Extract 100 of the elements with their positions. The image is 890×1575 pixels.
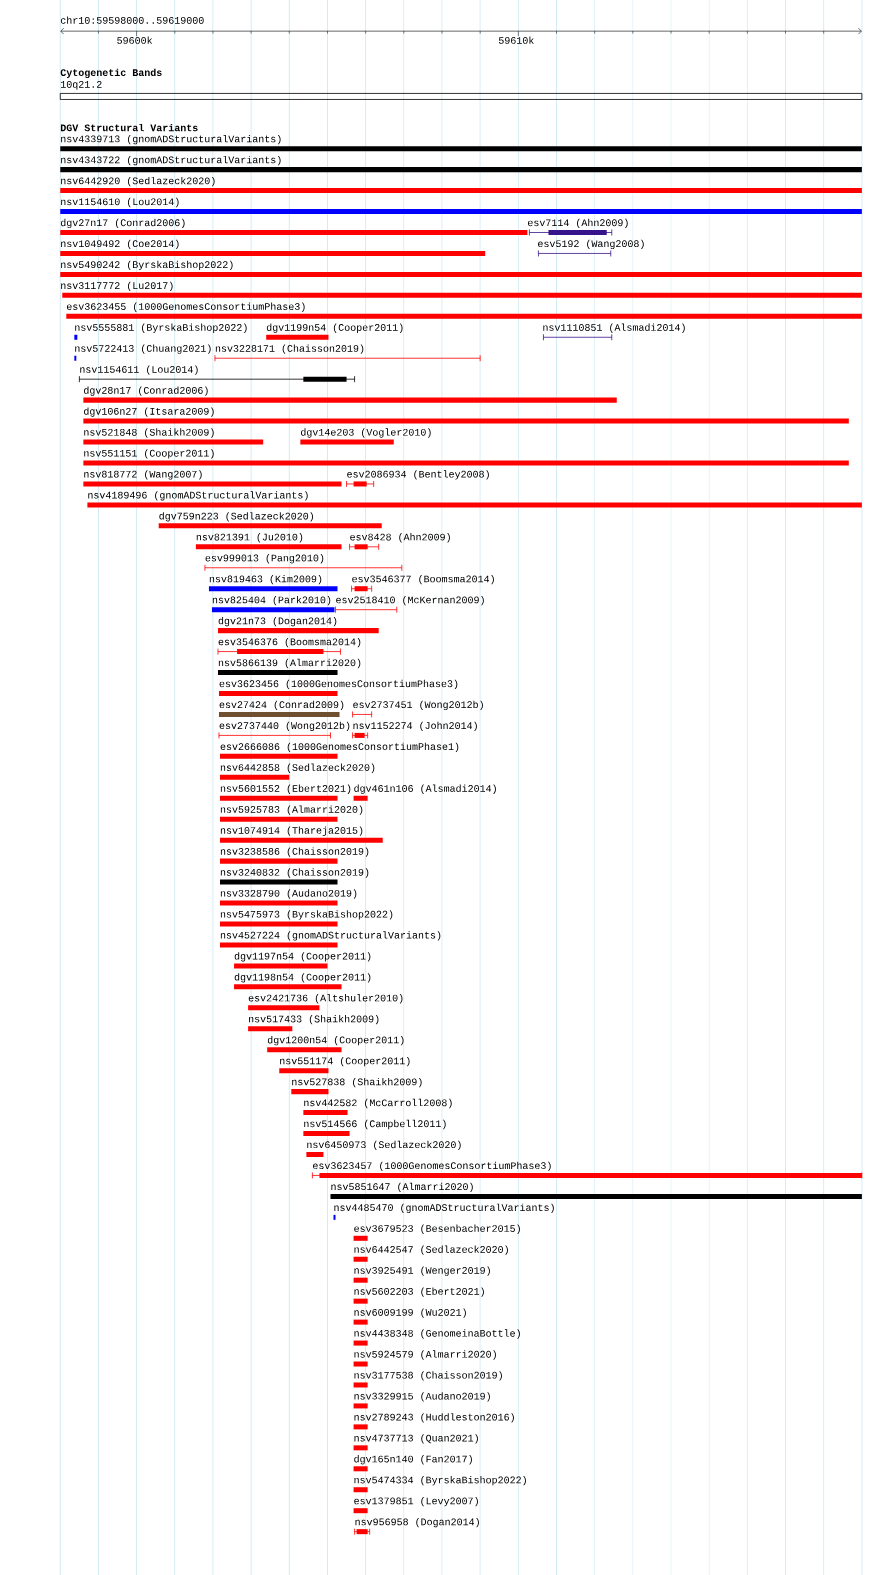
node-label: esv3623455 (1000GenomesConsortiumPhase3): [66, 302, 305, 312]
node-label: nsv4343722 (gnomADStructuralVariants): [61, 155, 281, 166]
node-label: nsv5555881 (ByrskaBishop2022): [75, 323, 247, 333]
variant-feature: nsv956958 (Dogan2014): [354, 1517, 479, 1536]
variant-feature: esv3546376 (Boomsma2014): [217, 637, 361, 655]
node-label: dgv1199n54 (Cooper2011): [266, 323, 403, 333]
variant-feature: nsv4527224 (gnomADStructuralVariants): [220, 931, 441, 948]
node-label: esv1379851 (Levy2007): [354, 1497, 478, 1507]
variant-feature: esv2666086 (1000GenomesConsortiumPhase1): [220, 742, 459, 759]
variant-feature: nsv5490242 (ByrskaBishop2022): [60, 260, 862, 277]
node-label: nsv3117772 (Lu2017): [61, 281, 173, 291]
track-label: DGV Structural Variants: [60, 123, 198, 132]
locus-label: chr10:59598000..59619000: [60, 16, 204, 24]
variant-feature: nsv3925491 (Wenger2019): [353, 1266, 490, 1283]
node-label: nsv5866139 (Almarri2020): [218, 658, 361, 669]
variant-feature: dgv28n17 (Conrad2006): [83, 386, 617, 403]
variant-feature: esv3623455 (1000GenomesConsortiumPhase3): [66, 302, 862, 319]
node-label: esv2421736 (Altshuler2010): [248, 994, 403, 1004]
node-label: nsv1074914 (Thareja2015): [220, 826, 363, 836]
variant-feature: nsv4737713 (Quan2021): [353, 1434, 478, 1451]
node-label: esv3623457 (1000GenomesConsortiumPhase3): [313, 1161, 551, 1172]
variant-feature: nsv5866139 (Almarri2020): [218, 658, 361, 676]
variant-feature: esv2086934 (Bentley2008): [346, 470, 489, 488]
variant-feature: dgv1199n54 (Cooper2011): [266, 323, 403, 340]
track-label: Cytogenetic Bands: [60, 68, 162, 78]
variant-feature: dgv461n106 (Alsmadi2014): [353, 784, 496, 801]
node-label: esv3679523 (Besenbacher2015): [354, 1224, 520, 1234]
variant-feature: nsv1049492 (Coe2014): [60, 239, 486, 256]
node-label: nsv1154611 (Lou2014): [80, 365, 198, 375]
node-label: nsv6442920 (Sedlazeck2020): [61, 176, 215, 187]
variant-feature: nsv3177538 (Chaisson2019): [353, 1371, 502, 1388]
node-label: nsv527838 (Shaikh2009): [292, 1077, 422, 1088]
variant-feature: esv2518410 (McKernan2009): [335, 595, 484, 614]
variant-feature: nsv6442858 (Sedlazeck2020): [220, 763, 375, 780]
variant-feature: esv27424 (Conrad2009): [219, 700, 344, 717]
node-label: nsv3238586 (Chaisson2019): [220, 847, 369, 857]
variant-feature: nsv1154610 (Lou2014): [60, 197, 862, 215]
node-label: nsv4189496 (gnomADStructuralVariants): [88, 491, 308, 501]
node-label: nsv3240832 (Chaisson2019): [220, 868, 369, 878]
node-label: esv3623456 (1000GenomesConsortiumPhase3): [219, 679, 458, 690]
node-label: dgv1200n54 (Cooper2011): [267, 1036, 404, 1046]
variant-feature: nsv5555881 (ByrskaBishop2022): [74, 323, 247, 340]
node-label: nsv4438348 (GenomeinaBottle): [354, 1329, 520, 1339]
variant-feature: dgv21n73 (Dogan2014): [218, 616, 379, 634]
variant-feature: nsv825404 (Park2010): [211, 595, 335, 613]
node-label: dgv28n17 (Conrad2006): [84, 386, 208, 396]
variant-feature: nsv1154611 (Lou2014): [78, 365, 355, 383]
variant-feature: esv3623457 (1000GenomesConsortiumPhase3): [312, 1161, 863, 1179]
variant-feature: esv999013 (Pang2010): [204, 554, 403, 572]
variant-feature: esv1379851 (Levy2007): [353, 1497, 478, 1514]
node-label: 10q21.2: [60, 81, 102, 90]
node-label: nsv5601552 (Ebert2021): [220, 784, 351, 794]
variant-feature: nsv3328790 (Audano2019): [220, 889, 357, 906]
variant-feature: dgv165n140 (Fan2017): [353, 1455, 472, 1472]
cytoband-bar: 10q21.2: [59, 81, 863, 100]
node-label: esv8428 (Ahn2009): [350, 533, 450, 543]
variant-feature: nsv4485470 (gnomADStructuralVariants): [333, 1203, 554, 1220]
variant-feature: nsv6450973 (Sedlazeck2020): [306, 1140, 461, 1157]
node-label: nsv551174 (Cooper2011): [280, 1056, 410, 1067]
variant-feature: dgv1200n54 (Cooper2011): [267, 1036, 404, 1053]
variant-feature: esv2421736 (Altshuler2010): [248, 994, 403, 1011]
variant-feature: nsv2789243 (Huddleston2016): [353, 1413, 514, 1430]
variant-feature: nsv5602203 (Ebert2021): [353, 1287, 484, 1304]
variant-feature: nsv551151 (Cooper2011): [83, 449, 849, 466]
node-label: dgv106n27 (Itsara2009): [84, 407, 214, 417]
variant-feature: dgv14e203 (Vogler2010): [300, 428, 431, 445]
variant-feature: esv2737451 (Wong2012b): [352, 700, 483, 718]
variant-feature: nsv821391 (Ju2010): [195, 533, 342, 550]
node-label: nsv3177538 (Chaisson2019): [354, 1371, 502, 1381]
node-label: nsv6442858 (Sedlazeck2020): [220, 763, 375, 773]
variant-feature: nsv5475973 (ByrskaBishop2022): [220, 910, 393, 927]
variant-feature: nsv521848 (Shaikh2009): [83, 428, 264, 445]
variant-feature: nsv4189496 (gnomADStructuralVariants): [87, 491, 862, 508]
node-label: nsv551151 (Cooper2011): [84, 449, 214, 459]
node-label: nsv521848 (Shaikh2009): [84, 428, 214, 438]
variant-feature: nsv4339713 (gnomADStructuralVariants): [60, 135, 862, 152]
node-label: nsv819463 (Kim2009): [209, 575, 322, 585]
variant-feature: nsv5925783 (Almarri2020): [220, 805, 363, 822]
variant-feature: esv7114 (Ahn2009): [528, 218, 628, 236]
node-label: nsv2789243 (Huddleston2016): [354, 1413, 514, 1423]
node-label: nsv5924579 (Almarri2020): [354, 1350, 496, 1360]
variant-feature: nsv1152274 (John2014): [352, 721, 477, 739]
variant-feature: esv3623456 (1000GenomesConsortiumPhase3): [219, 679, 458, 696]
variant-feature: dgv1197n54 (Cooper2011): [234, 952, 371, 969]
node-label: esv3546376 (Boomsma2014): [218, 637, 361, 648]
node-label: nsv6450973 (Sedlazeck2020): [307, 1140, 461, 1151]
node-label: nsv5602203 (Ebert2021): [354, 1287, 484, 1297]
variant-feature: nsv3228171 (Chaisson2019): [214, 344, 481, 362]
node-label: nsv6009199 (Wu2021): [354, 1308, 466, 1318]
tick-label: 59600k: [117, 36, 153, 44]
node-label: nsv4339713 (gnomADStructuralVariants): [61, 134, 281, 145]
variant-feature: nsv1074914 (Thareja2015): [220, 826, 383, 843]
variant-feature: nsv5851647 (Almarri2020): [330, 1182, 862, 1199]
variant-feature: nsv6009199 (Wu2021): [353, 1308, 466, 1325]
variant-feature: esv5192 (Wang2008): [538, 239, 644, 257]
node-label: nsv1152274 (John2014): [353, 721, 477, 732]
node-label: dgv1197n54 (Cooper2011): [234, 952, 371, 962]
node-label: nsv818772 (Wang2007): [84, 470, 202, 480]
variant-feature: nsv818772 (Wang2007): [83, 470, 342, 487]
variant-feature: nsv514566 (Campbell2011): [303, 1119, 446, 1137]
